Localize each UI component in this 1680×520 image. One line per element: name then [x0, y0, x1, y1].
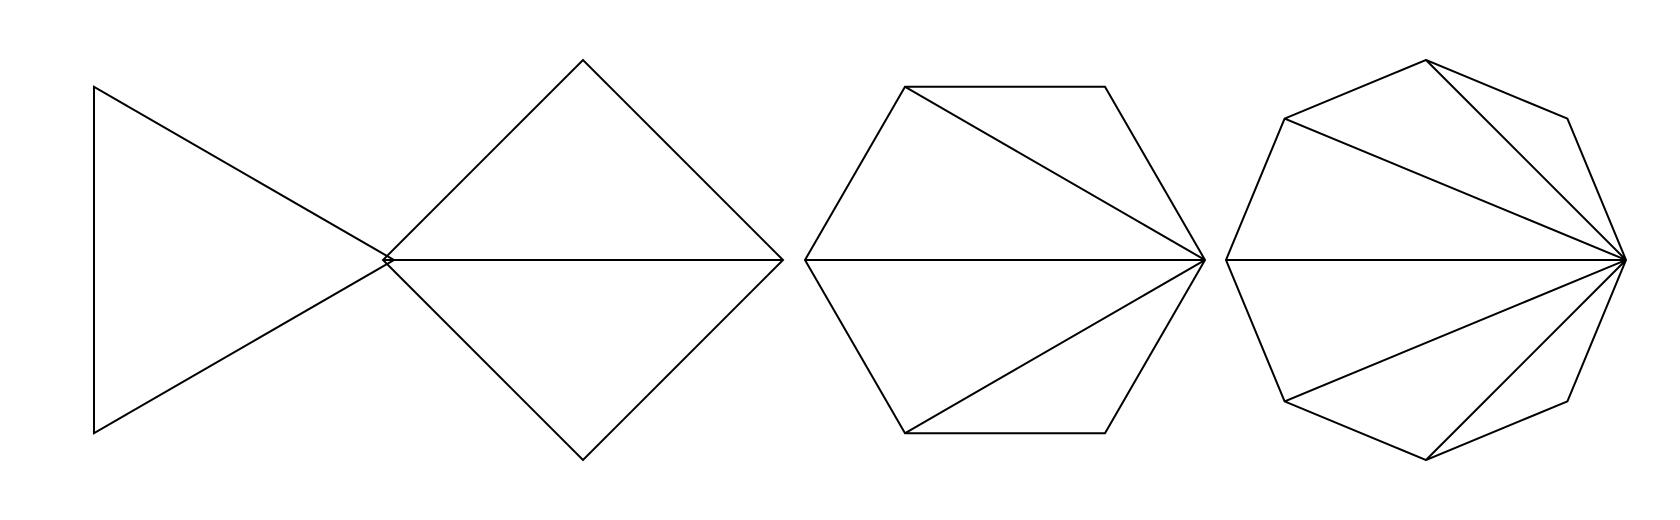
octagon-diagonal — [1285, 119, 1626, 260]
hexagon-diagonal — [905, 87, 1205, 260]
octagon-diagonal — [1426, 260, 1626, 460]
hexagon-shape — [805, 87, 1205, 433]
square-shape — [383, 60, 783, 460]
triangle-outline — [94, 87, 394, 433]
triangle-shape — [94, 87, 394, 433]
hexagon-diagonal — [905, 260, 1205, 433]
octagon-shape — [1226, 60, 1626, 460]
octagon-diagonal — [1426, 60, 1626, 260]
octagon-diagonal — [1285, 260, 1626, 401]
polygons-group — [94, 60, 1626, 460]
